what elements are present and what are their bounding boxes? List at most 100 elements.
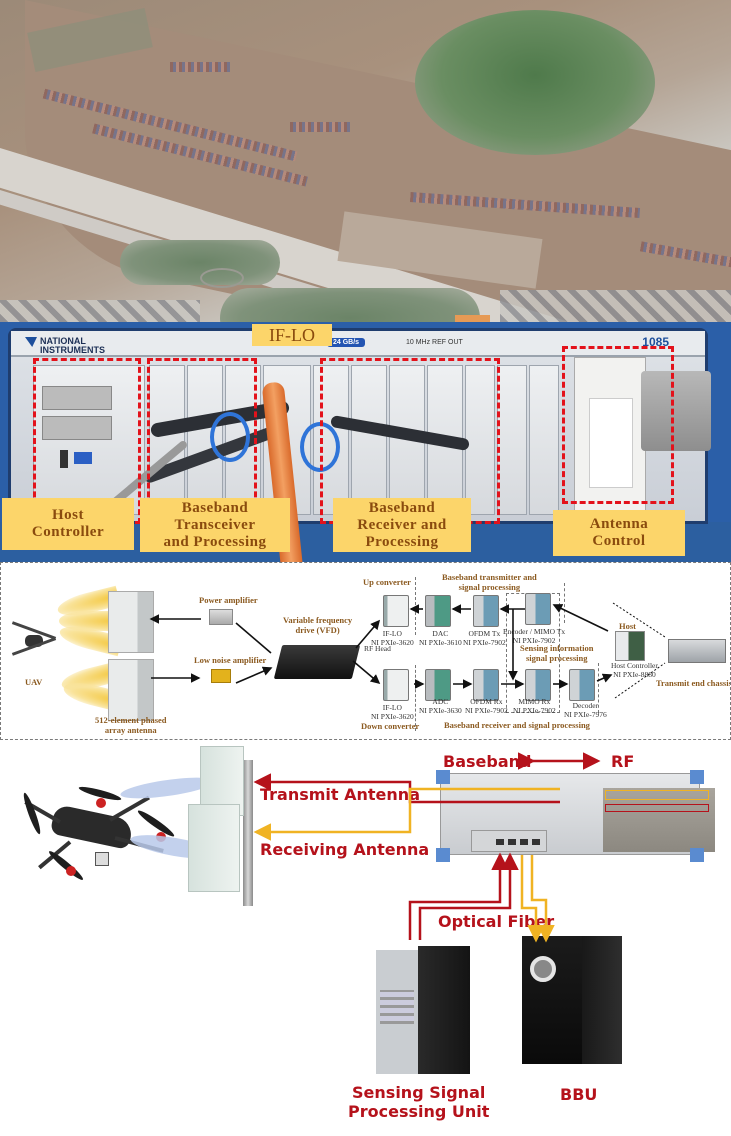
rf-head-label: RF Head bbox=[364, 644, 391, 653]
label-line: Host bbox=[52, 507, 84, 523]
display-port bbox=[60, 450, 68, 468]
arrow-vfd-to-iflo-up bbox=[355, 619, 381, 649]
usb3-ports bbox=[74, 452, 92, 464]
fiber-red-line bbox=[408, 852, 509, 940]
host-controller-card bbox=[615, 631, 645, 661]
blue-cable-coil bbox=[210, 412, 250, 462]
rack-corner bbox=[690, 848, 704, 862]
rack-corner bbox=[690, 770, 704, 784]
chassis-photo-panel: NATIONAL INSTRUMENTS 24 GB/s 10 MHz REF … bbox=[0, 322, 731, 562]
power-amp-label: Power amplifier bbox=[199, 595, 258, 605]
label-line: Control bbox=[592, 533, 646, 549]
chassis-title: Transmit end chassis bbox=[656, 678, 731, 688]
label-line: Transceiver bbox=[174, 516, 256, 533]
uav-drone-icon bbox=[11, 621, 57, 656]
buildings bbox=[0, 300, 200, 322]
dotted-connector bbox=[612, 602, 666, 638]
park-trees bbox=[220, 288, 480, 322]
boats-cluster bbox=[290, 122, 350, 132]
ref-text: 10 MHz REF OUT bbox=[406, 339, 463, 346]
boats-cluster bbox=[170, 62, 230, 72]
rf-tx-port-highlight bbox=[605, 790, 709, 800]
aerial-photo-panel bbox=[0, 0, 731, 322]
ni-eagle-icon bbox=[25, 337, 37, 347]
decoder-card bbox=[569, 669, 595, 701]
model-number: 1085 bbox=[642, 335, 669, 349]
divider bbox=[564, 583, 565, 623]
lna-label: Low noise amplifier bbox=[194, 655, 267, 665]
label-line: and Processing bbox=[163, 533, 267, 550]
bbu-label: BBU bbox=[560, 1085, 598, 1104]
orange-roof bbox=[455, 315, 490, 322]
ethernet-ports bbox=[42, 386, 112, 410]
label-line: Receiver and bbox=[357, 516, 447, 533]
label-line: Controller bbox=[31, 524, 105, 540]
iflo-label: IF-LO bbox=[252, 324, 332, 346]
bb-rx-title: Baseband receiver and signal processing bbox=[444, 720, 590, 730]
usb-ports bbox=[42, 416, 112, 440]
pxi-slot bbox=[497, 365, 527, 515]
rack-corner bbox=[436, 848, 450, 862]
rf-rx-port-highlight bbox=[605, 804, 709, 812]
chassis-header: NATIONAL INSTRUMENTS 24 GB/s 10 MHz REF … bbox=[11, 331, 705, 357]
antenna-pole bbox=[243, 760, 253, 906]
adc-card bbox=[425, 669, 451, 701]
arrow-vfd-to-pa bbox=[235, 622, 272, 654]
dac-card bbox=[425, 595, 451, 627]
iflo-up-card bbox=[383, 595, 409, 627]
dotted-connector bbox=[614, 662, 666, 699]
dsub-connector bbox=[641, 371, 711, 451]
rf-front-panel bbox=[603, 788, 715, 852]
host-title: Host bbox=[619, 621, 636, 631]
sdr-rack-unit bbox=[440, 773, 715, 855]
speed-badge: 24 GB/s bbox=[327, 338, 366, 347]
fiber-yellow-line bbox=[520, 855, 545, 943]
system-setup-panel: Transmit Antenna Receiving Antenna Baseb… bbox=[0, 740, 731, 1136]
ni-logo: NATIONAL INSTRUMENTS bbox=[25, 336, 105, 355]
pxi-slot bbox=[529, 365, 559, 515]
roundabout bbox=[200, 268, 244, 288]
divider bbox=[415, 665, 416, 731]
module-label-sticker bbox=[589, 398, 633, 488]
arrow-host-to-encoder bbox=[552, 604, 609, 632]
transmit-chassis-icon bbox=[668, 639, 726, 663]
transmit-antenna-label: Transmit Antenna bbox=[260, 785, 420, 804]
module-slot bbox=[351, 365, 387, 515]
fiber-port-panel bbox=[471, 830, 547, 852]
ofdm-tx-card bbox=[473, 595, 499, 627]
brand-text: NATIONAL INSTRUMENTS bbox=[40, 336, 105, 355]
arrow-decoder-to-host bbox=[596, 673, 613, 683]
label-line: Antenna bbox=[589, 516, 649, 532]
divider bbox=[598, 663, 599, 713]
encoder-mimo-tx-card bbox=[525, 593, 551, 625]
lna-icon bbox=[211, 669, 231, 683]
receiving-antenna-panel bbox=[188, 804, 240, 892]
rack-corner bbox=[436, 770, 450, 784]
receive-yellow-line bbox=[253, 787, 560, 841]
rf-label: RF bbox=[611, 752, 635, 771]
forested-island bbox=[415, 10, 655, 155]
label-line: Processing bbox=[365, 533, 439, 550]
tx-phased-array-antenna bbox=[108, 591, 154, 653]
label-line: Baseband bbox=[181, 499, 249, 516]
antenna-control-outline bbox=[562, 346, 674, 504]
baseband-label: Baseband bbox=[443, 752, 532, 771]
